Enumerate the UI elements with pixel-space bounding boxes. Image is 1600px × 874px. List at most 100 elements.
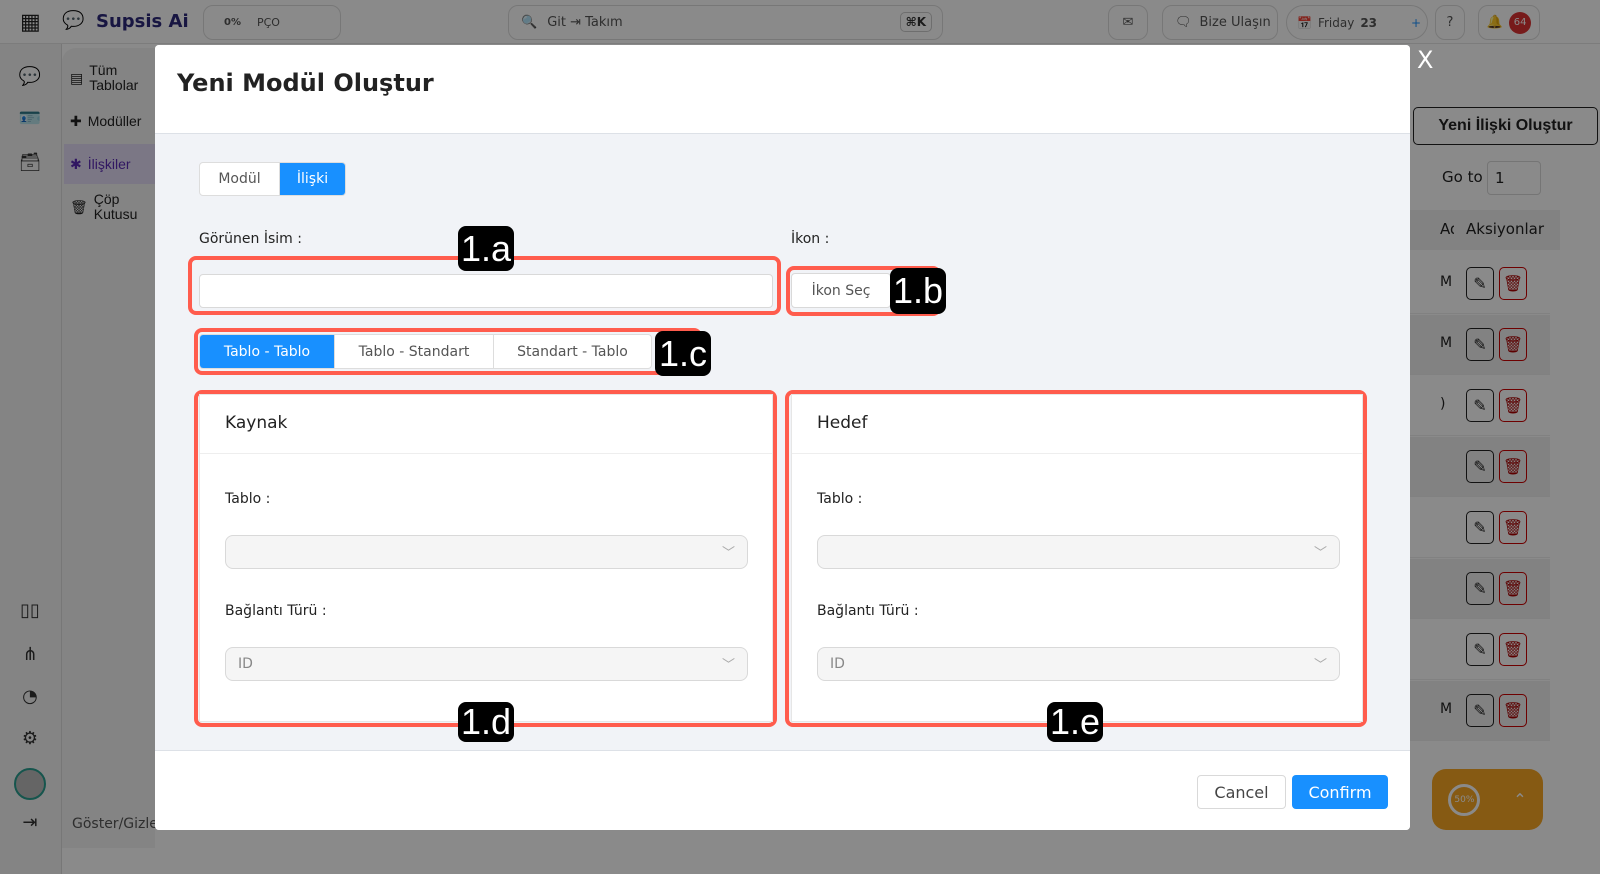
- edit-button[interactable]: ✎: [1466, 267, 1494, 300]
- trash-icon: 🗑: [1502, 274, 1524, 293]
- trash-icon: 🗑: [1502, 396, 1524, 415]
- progress-pill[interactable]: 0%PÇO: [203, 5, 341, 40]
- edit-button[interactable]: ✎: [1466, 572, 1494, 605]
- table-row: ✎🗑: [1410, 498, 1550, 558]
- goto-label: Go to: [1442, 168, 1483, 186]
- edit-button[interactable]: ✎: [1466, 389, 1494, 422]
- trash-icon: 🗑: [1502, 335, 1524, 354]
- settings-icon[interactable]: ⚙: [21, 728, 39, 749]
- delete-button[interactable]: 🗑: [1499, 572, 1527, 605]
- notifications-button[interactable]: 🔔64: [1478, 5, 1540, 40]
- edit-button[interactable]: ✎: [1466, 511, 1494, 544]
- cancel-button[interactable]: Cancel: [1197, 775, 1286, 809]
- pencil-icon: ✎: [1473, 396, 1487, 415]
- type-tabs: Modül İlişki: [199, 162, 346, 196]
- delete-button[interactable]: 🗑: [1499, 328, 1527, 361]
- edit-button[interactable]: ✎: [1466, 328, 1494, 361]
- sub-navigation: ▤Tüm Tablolar ✚ Modüller ✱İlişkiler 🗑Çöp …: [62, 48, 158, 848]
- edit-button[interactable]: ✎: [1466, 450, 1494, 483]
- chevron-down-icon: ﹀: [1313, 546, 1327, 561]
- table-row: M✎🗑: [1410, 254, 1550, 314]
- help-icon[interactable]: ?: [1435, 5, 1465, 40]
- pie-chart-icon[interactable]: ◔: [22, 686, 38, 707]
- contact-button[interactable]: 🗨Bize Ulaşın: [1162, 5, 1278, 40]
- sidebar-item-trash[interactable]: 🗑Çöp Kutusu: [64, 187, 155, 227]
- target-link-select[interactable]: ID﹀: [817, 647, 1340, 681]
- puzzle-icon: ✚: [70, 112, 82, 129]
- network-icon: ✱: [70, 155, 82, 172]
- contact-card-icon[interactable]: 🪪: [18, 108, 42, 129]
- trash-icon: 🗑: [1502, 579, 1524, 598]
- table-row: )✎🗑: [1410, 376, 1550, 436]
- edit-button[interactable]: ✎: [1466, 694, 1494, 727]
- delete-button[interactable]: 🗑: [1499, 450, 1527, 483]
- search-icon: 🔍: [521, 15, 538, 30]
- progress-widget[interactable]: 50%⌃: [1432, 769, 1543, 830]
- expand-icon[interactable]: ⇥: [22, 812, 38, 833]
- progress-ring: 50%: [1448, 783, 1481, 816]
- delete-button[interactable]: 🗑: [1499, 267, 1527, 300]
- annotation-badge: 1.c: [655, 331, 711, 376]
- archive-icon[interactable]: 🗃: [18, 152, 42, 173]
- source-link-label: Bağlantı Türü :: [225, 603, 327, 619]
- confirm-button[interactable]: Confirm: [1292, 775, 1388, 809]
- apps-grid-icon[interactable]: ▦: [20, 10, 41, 35]
- calendar-icon: 📅: [1297, 15, 1312, 30]
- select-value: ID: [830, 656, 845, 672]
- sidebar-item-label: Modüller: [87, 112, 142, 129]
- table-row: M ✎ 🗑: [1410, 315, 1550, 375]
- create-relation-button[interactable]: Yeni İlişki Oluştur: [1413, 107, 1598, 145]
- inbox-icon[interactable]: ✉: [1108, 5, 1148, 40]
- source-table-select[interactable]: ﹀: [225, 535, 748, 569]
- sidebar-item-modules[interactable]: ✚ Modüller: [64, 101, 155, 141]
- shortcut-hint: ⌘K: [899, 12, 932, 32]
- tab-relation[interactable]: İlişki: [280, 163, 345, 195]
- target-table-select[interactable]: ﹀: [817, 535, 1340, 569]
- delete-button[interactable]: 🗑: [1499, 633, 1527, 666]
- chevron-down-icon: ﹀: [721, 658, 735, 673]
- sidebar-item-all-tables[interactable]: ▤Tüm Tablolar: [64, 58, 155, 98]
- tab-standard-table[interactable]: Standart - Tablo: [517, 343, 628, 360]
- table-row: M✎🗑: [1410, 681, 1550, 741]
- actions-column-header: Aksiyonlar: [1466, 220, 1545, 238]
- goto-input[interactable]: 1: [1487, 161, 1541, 195]
- tab-module[interactable]: Modül: [200, 163, 280, 195]
- icon-label: İkon :: [791, 231, 830, 247]
- avatar[interactable]: [14, 768, 46, 800]
- target-panel: Hedef Tablo : ﹀ Bağlantı Türü : ID﹀: [791, 394, 1363, 722]
- close-modal-button[interactable]: X: [1417, 46, 1434, 74]
- pencil-icon: ✎: [1473, 274, 1487, 293]
- annotation-badge: 1.a: [458, 226, 514, 271]
- chat-icon: 🗨: [1175, 15, 1192, 30]
- pencil-icon: ✎: [1473, 335, 1487, 354]
- target-link-label: Bağlantı Türü :: [817, 603, 919, 619]
- delete-button[interactable]: 🗑: [1499, 694, 1527, 727]
- select-icon-button[interactable]: İkon Seç: [791, 273, 891, 308]
- dashboard-icon[interactable]: ▯▯: [20, 600, 40, 621]
- search-input[interactable]: 🔍Git ⇥ Takım⌘K: [508, 5, 943, 40]
- trash-icon: 🗑: [70, 198, 88, 215]
- tab-table-standard[interactable]: Tablo - Standart: [335, 335, 494, 368]
- hierarchy-icon[interactable]: ⋔: [22, 644, 38, 665]
- edit-button[interactable]: ✎: [1466, 633, 1494, 666]
- progress-label: PÇO: [256, 16, 280, 29]
- chat-icon[interactable]: 💬: [18, 66, 42, 87]
- row-cell: M: [1440, 335, 1453, 351]
- notification-count: 64: [1509, 11, 1532, 34]
- pencil-icon: ✎: [1473, 640, 1487, 659]
- sidebar-item-relations[interactable]: ✱İlişkiler: [64, 144, 155, 184]
- modal-title: Yeni Modül Oluştur: [177, 69, 434, 97]
- modal-footer: Cancel Confirm: [155, 750, 1410, 830]
- add-icon[interactable]: +: [1411, 15, 1422, 30]
- chevron-down-icon: ﹀: [721, 546, 735, 561]
- trash-icon: 🗑: [1502, 640, 1524, 659]
- delete-button[interactable]: 🗑: [1499, 389, 1527, 422]
- table-row: ✎🗑: [1410, 559, 1550, 619]
- tab-table-table[interactable]: Tablo - Tablo: [200, 335, 335, 368]
- toggle-sidebar[interactable]: Göster/Gizle: [72, 816, 158, 832]
- delete-button[interactable]: 🗑: [1499, 511, 1527, 544]
- source-link-select[interactable]: ID﹀: [225, 647, 748, 681]
- display-name-input[interactable]: [199, 274, 773, 308]
- create-module-modal: Yeni Modül Oluştur Modül İlişki Görünen …: [155, 45, 1410, 830]
